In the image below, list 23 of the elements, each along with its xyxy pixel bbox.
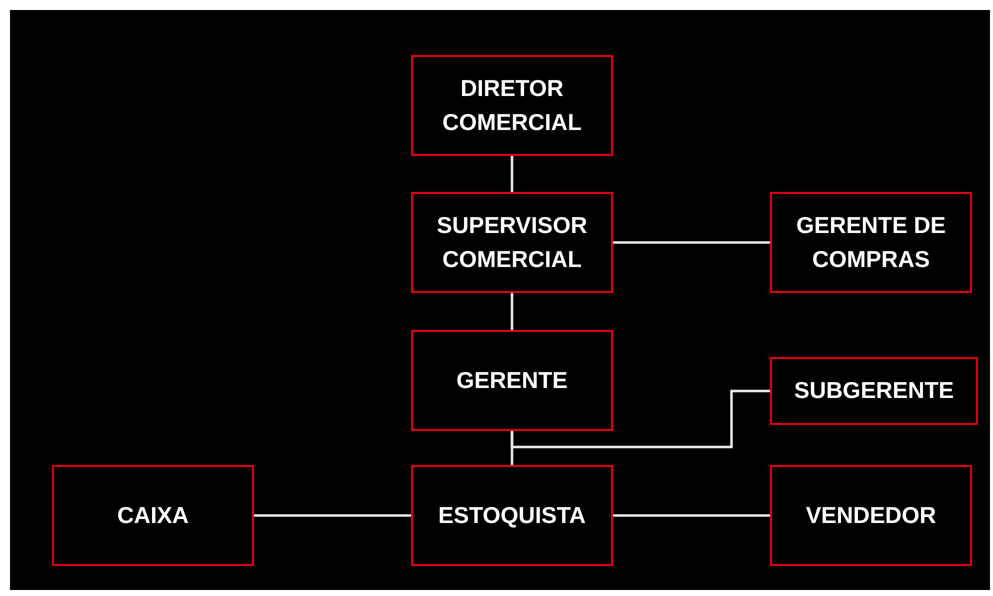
connector-line <box>510 156 514 192</box>
connector-line <box>613 514 770 517</box>
role-title: DIRETOR COMERCIAL <box>441 74 583 136</box>
role-box <box>770 192 972 293</box>
role-title: SUPERVISOR COMERCIAL <box>436 211 588 274</box>
connector-line <box>510 293 514 330</box>
role-box <box>52 465 254 566</box>
connector-line <box>510 390 770 448</box>
role-box <box>770 357 978 425</box>
role-box <box>411 192 613 293</box>
role-title: SUBGERENTE <box>793 376 955 406</box>
role-box <box>411 465 613 566</box>
connector-line <box>254 514 411 517</box>
role-title: GERENTE DE COMPRAS <box>795 211 947 274</box>
role-title: ESTOQUISTA <box>437 500 587 530</box>
role-box <box>411 55 613 156</box>
role-box <box>411 330 613 431</box>
role-title: CAIXA <box>116 500 190 530</box>
role-title: GERENTE <box>455 366 569 395</box>
connector-line <box>510 431 514 465</box>
role-title: VENDEDOR <box>804 500 938 530</box>
connector-line <box>613 241 770 244</box>
role-box <box>770 465 972 566</box>
